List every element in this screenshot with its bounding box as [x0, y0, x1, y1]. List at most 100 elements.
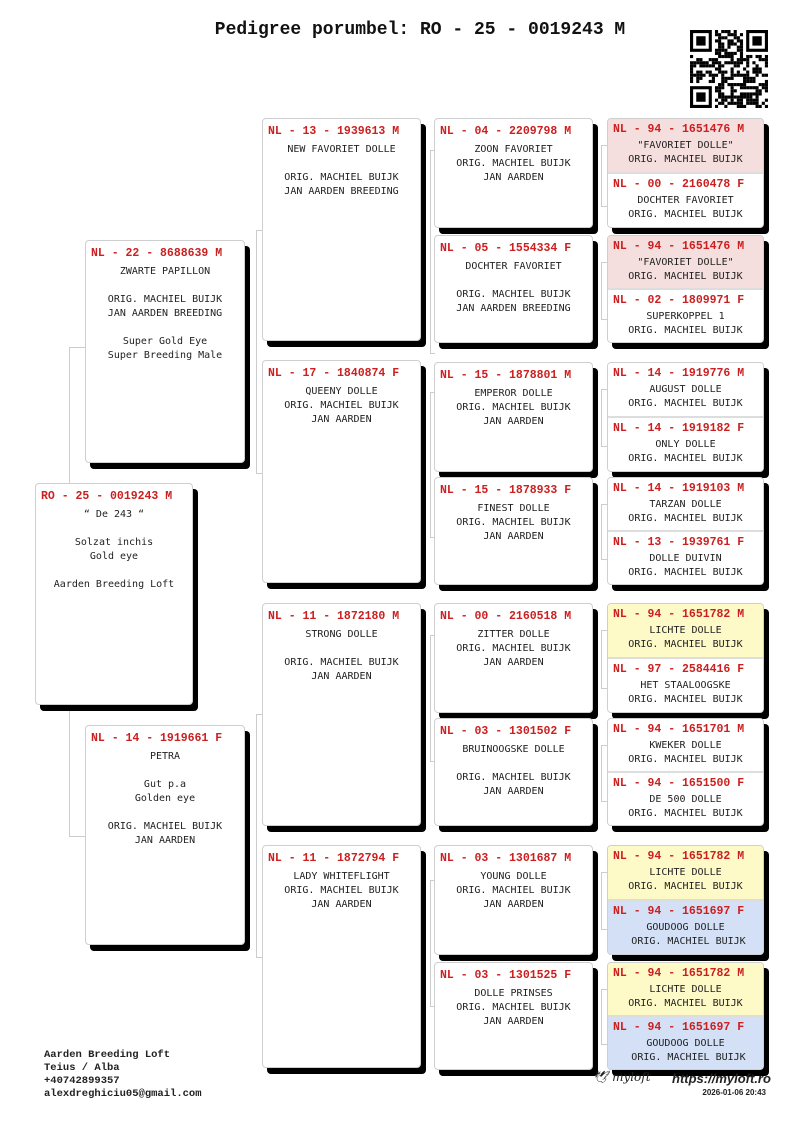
detail-line	[36, 564, 192, 578]
detail-line: ORIG. MACHIEL BUIJK	[628, 154, 743, 165]
detail-line: ORIG. MACHIEL BUIJK	[284, 885, 399, 896]
detail-line: Golden eye	[134, 793, 196, 804]
detail-line: JAN AARDEN	[311, 899, 372, 910]
logo-text: myloft	[612, 1070, 651, 1084]
detail-line: Super Gold Eye	[122, 336, 208, 347]
detail-line: ORIG. MACHIEL BUIJK	[628, 754, 743, 765]
subject-card[interactable]: RO - 25 - 0019243 M“ De 243 “Solzat inch…	[35, 483, 193, 705]
page-title: Pedigree porumbel: RO - 25 - 0019243 M	[214, 20, 626, 40]
detail-line: Aarden Breeding Loft	[53, 579, 175, 590]
detail-line: JAN AARDEN	[311, 671, 372, 682]
gen5-pair-card[interactable]: NL - 94 - 1651782 M LICHTE DOLLE ORIG. MAC…	[607, 603, 764, 713]
detail-line: ZWARTE PAPILLON	[119, 266, 211, 277]
detail-line: FINEST DOLLE	[477, 503, 550, 514]
breeder-contact: Aarden Breeding Loft Teius / Alba +40742…	[44, 1049, 202, 1101]
detail-line	[263, 157, 420, 171]
detail-line: ZITTER DOLLE	[477, 629, 550, 640]
ring-number: NL - 94 - 1651782 M	[613, 608, 745, 621]
ring-number: NL - 14 - 1919182 F	[613, 422, 745, 435]
website-link[interactable]: https://myloft.ro	[672, 1071, 771, 1086]
ring-number: NL - 94 - 1651701 M	[613, 723, 745, 736]
detail-line: GOUDOOG DOLLE	[646, 1038, 725, 1049]
ring-number: NL - 97 - 2584416 F	[613, 663, 745, 676]
connector-line	[430, 150, 435, 354]
detail-line	[435, 274, 592, 288]
ring-number: NL - 15 - 1878933 F	[440, 484, 572, 497]
detail-line: LICHTE DOLLE	[649, 867, 722, 878]
ring-number: NL - 14 - 1919103 M	[613, 482, 745, 495]
detail-line: DOCHTER FAVORIET	[637, 195, 734, 206]
detail-line: ORIG. MACHIEL BUIJK	[625, 1052, 746, 1063]
ring-number: NL - 05 - 1554334 F	[440, 242, 572, 255]
connector-line	[430, 635, 435, 762]
connector-line	[256, 714, 263, 958]
detail-line: ONLY DOLLE	[655, 439, 716, 450]
bird-details: LICHTE DOLLE ORIG. MACHIEL BUIJK	[608, 621, 763, 652]
gen5-pair-card[interactable]: NL - 94 - 1651476 M"FAVORIET DOLLE"ORIG.…	[607, 235, 764, 343]
detail-line: ORIG. MACHIEL BUIJK	[456, 289, 571, 300]
detail-line: JAN AARDEN	[483, 531, 544, 542]
detail-line	[435, 757, 592, 771]
gen5-sire[interactable]: NL - 94 - 1651476 M"FAVORIET DOLLE"ORIG.…	[608, 119, 763, 172]
detail-line: LICHTE DOLLE	[649, 625, 722, 636]
gen5-pair-card[interactable]: NL - 94 - 1651476 M"FAVORIET DOLLE"ORIG.…	[607, 118, 764, 228]
detail-line	[86, 279, 244, 293]
detail-line: ZOON FAVORIET	[474, 144, 553, 155]
gen5-sire[interactable]: NL - 94 - 1651782 M LICHTE DOLLE ORIG. MAC…	[608, 604, 763, 657]
detail-line: ORIG. MACHIEL BUIJK	[628, 639, 743, 650]
detail-line: Super Breeding Male	[107, 350, 223, 361]
detail-line: JAN AARDEN BREEDING	[456, 303, 571, 314]
detail-line: "FAVORIET DOLLE"	[637, 257, 734, 268]
bird-details: GOUDOOG DOLLE ORIG. MACHIEL BUIJK	[608, 1034, 763, 1065]
detail-line: HET STAALOOGSKE	[640, 680, 731, 691]
qr-code	[690, 30, 768, 108]
detail-line: ORIG. MACHIEL BUIJK	[628, 271, 743, 282]
detail-line: DE 500 DOLLE	[649, 794, 722, 805]
email: alexdreghiciu05@gmail.com	[44, 1088, 202, 1100]
detail-line: ORIG. MACHIEL BUIJK	[628, 808, 743, 819]
gen5-sire[interactable]: NL - 94 - 1651476 M"FAVORIET DOLLE"ORIG.…	[608, 236, 763, 288]
